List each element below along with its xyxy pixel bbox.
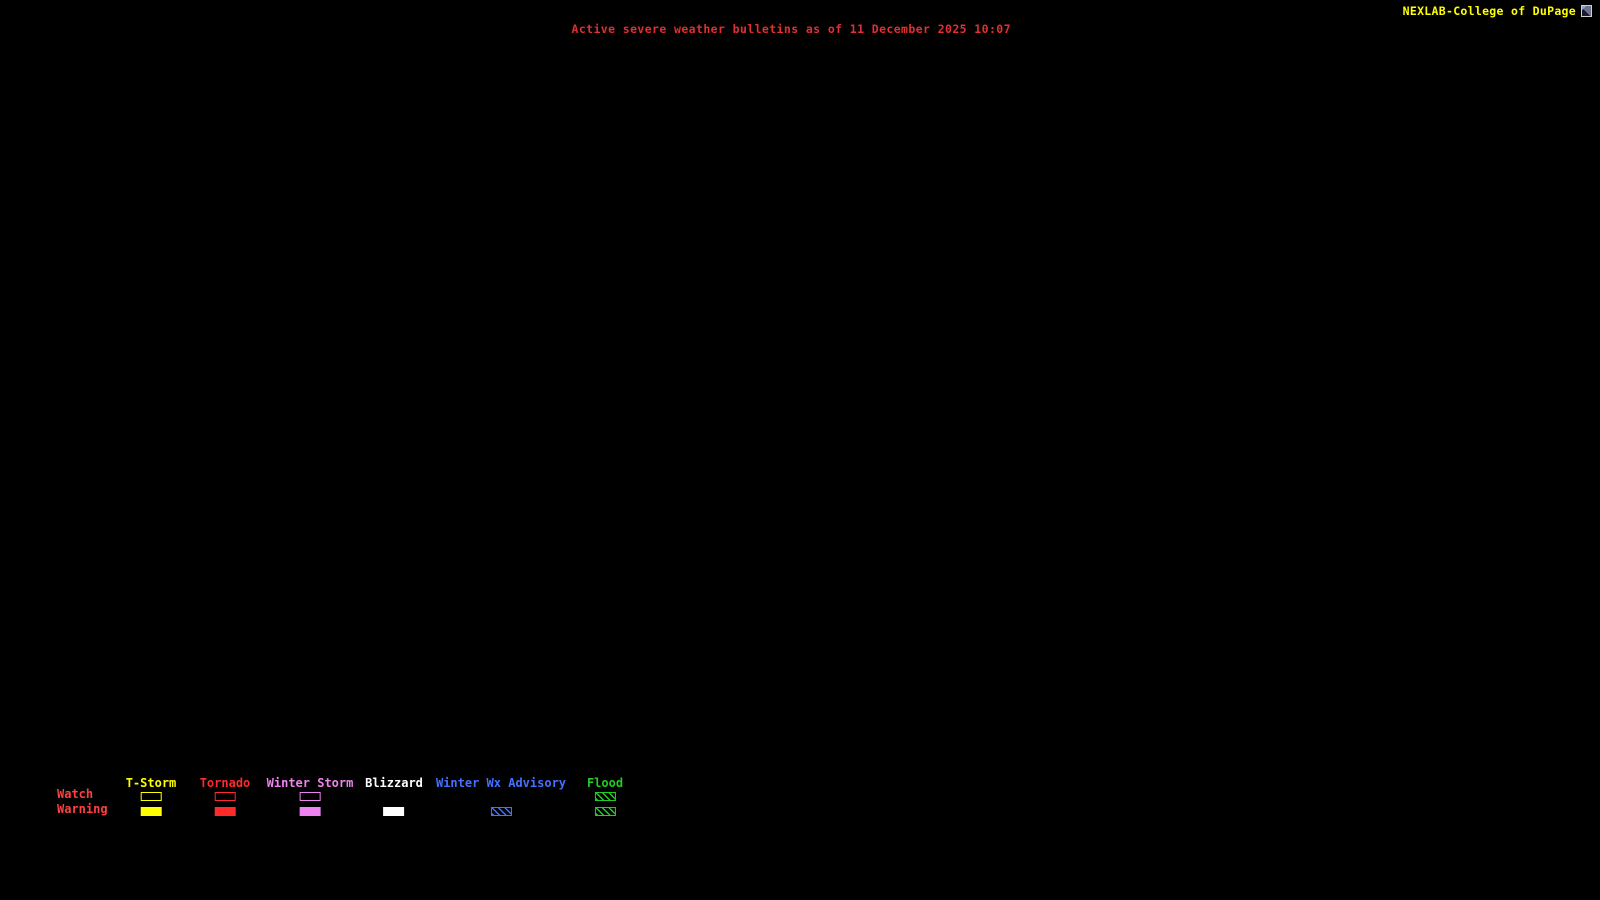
legend-watch-swatch — [594, 792, 616, 801]
attribution: NEXLAB-College of DuPage — [1403, 4, 1592, 18]
legend-warning-label: Warning — [57, 802, 108, 816]
legend-warning-swatch — [490, 807, 512, 816]
legend-warning-swatch — [140, 807, 162, 816]
nexlab-logo-icon — [1581, 5, 1592, 17]
legend-item-flood: Flood — [587, 777, 623, 816]
legend-item-blizzard: Blizzard — [365, 777, 423, 816]
legend-warning-swatch — [594, 807, 616, 816]
legend-item-label: Tornado — [199, 776, 251, 790]
legend-warning-swatch — [383, 807, 405, 816]
legend-item-label: T-Storm — [125, 776, 177, 790]
map-title: Active severe weather bulletins as of 11… — [571, 22, 1011, 36]
legend-item-winter-wx-advisory: Winter Wx Advisory — [436, 777, 566, 816]
legend-item-label: Flood — [586, 776, 624, 790]
legend-watch-label: Watch — [57, 787, 94, 801]
attribution-text: NEXLAB-College of DuPage — [1402, 4, 1576, 18]
legend-watch-swatch — [214, 792, 236, 801]
legend-warning-swatch — [214, 807, 236, 816]
legend-item-label: Blizzard — [365, 776, 423, 790]
legend-item-label: Winter Wx Advisory — [435, 776, 567, 790]
legend-watch-swatch — [140, 792, 162, 801]
legend-watch-swatch — [299, 792, 321, 801]
legend-item-label: Winter Storm — [266, 776, 354, 790]
legend-item-tornado: Tornado — [199, 776, 251, 816]
legend: Watch Warning T-Storm Tornado Winter Storm… — [0, 772, 720, 828]
legend-row-labels: Watch Warning — [57, 787, 108, 817]
legend-item-t-storm: T-Storm — [125, 776, 177, 816]
legend-warning-swatch — [299, 807, 321, 816]
legend-item-winter-storm: Winter Storm — [266, 776, 354, 816]
